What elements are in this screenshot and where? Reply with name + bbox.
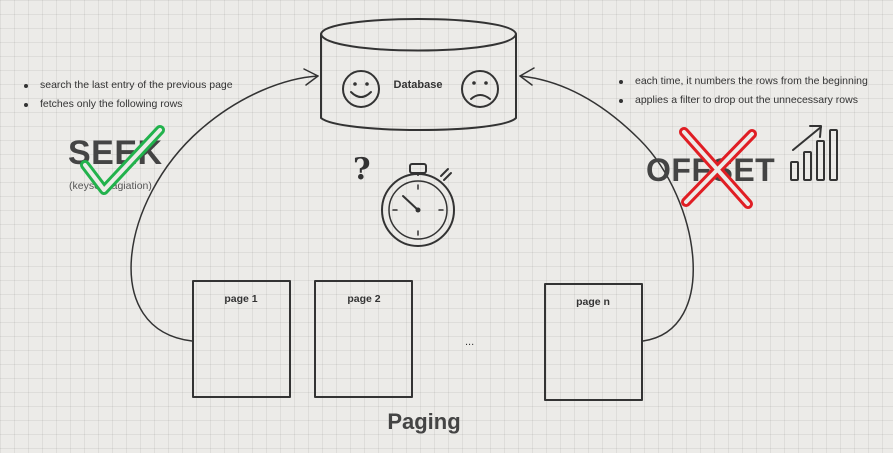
page-1-box (192, 280, 291, 398)
page-n-box (544, 283, 643, 401)
smiley-happy-icon (342, 70, 380, 108)
list-item: each time, it numbers the rows from the … (617, 72, 868, 91)
offset-description-list: each time, it numbers the rows from the … (617, 72, 868, 110)
offset-bullet-text: applies a filter to drop out the unneces… (635, 94, 858, 106)
bullet-dot (619, 80, 623, 84)
cross-icon (679, 127, 757, 209)
seek-arrow (130, 68, 319, 342)
seek-bullet-text: fetches only the following rows (40, 98, 183, 110)
page-2-box (314, 280, 413, 398)
page-1-label: page 1 (224, 293, 258, 305)
seek-description-list: search the last entry of the previous pa… (22, 76, 233, 114)
seek-bullet-text: search the last entry of the previous pa… (40, 79, 233, 91)
bullet-dot (24, 103, 28, 107)
database-label: Database (393, 79, 443, 91)
check-icon (80, 125, 165, 195)
database-cylinder (320, 18, 517, 131)
offset-arrow (519, 67, 694, 342)
offset-bullet-text: each time, it numbers the rows from the … (635, 75, 868, 87)
page-2-label: page 2 (347, 293, 381, 305)
pages-ellipsis: ... (465, 336, 475, 348)
smiley-sad-icon (461, 70, 499, 108)
page-title: Paging (387, 409, 461, 434)
list-item: search the last entry of the previous pa… (22, 76, 233, 95)
bullet-dot (619, 99, 623, 103)
page-n-label: page n (576, 296, 610, 308)
question-mark: ? (353, 152, 371, 187)
list-item: fetches only the following rows (22, 95, 233, 114)
growth-chart-icon (790, 125, 838, 181)
stopwatch-icon (381, 163, 455, 247)
bullet-dot (24, 84, 28, 88)
list-item: applies a filter to drop out the unneces… (617, 91, 868, 110)
